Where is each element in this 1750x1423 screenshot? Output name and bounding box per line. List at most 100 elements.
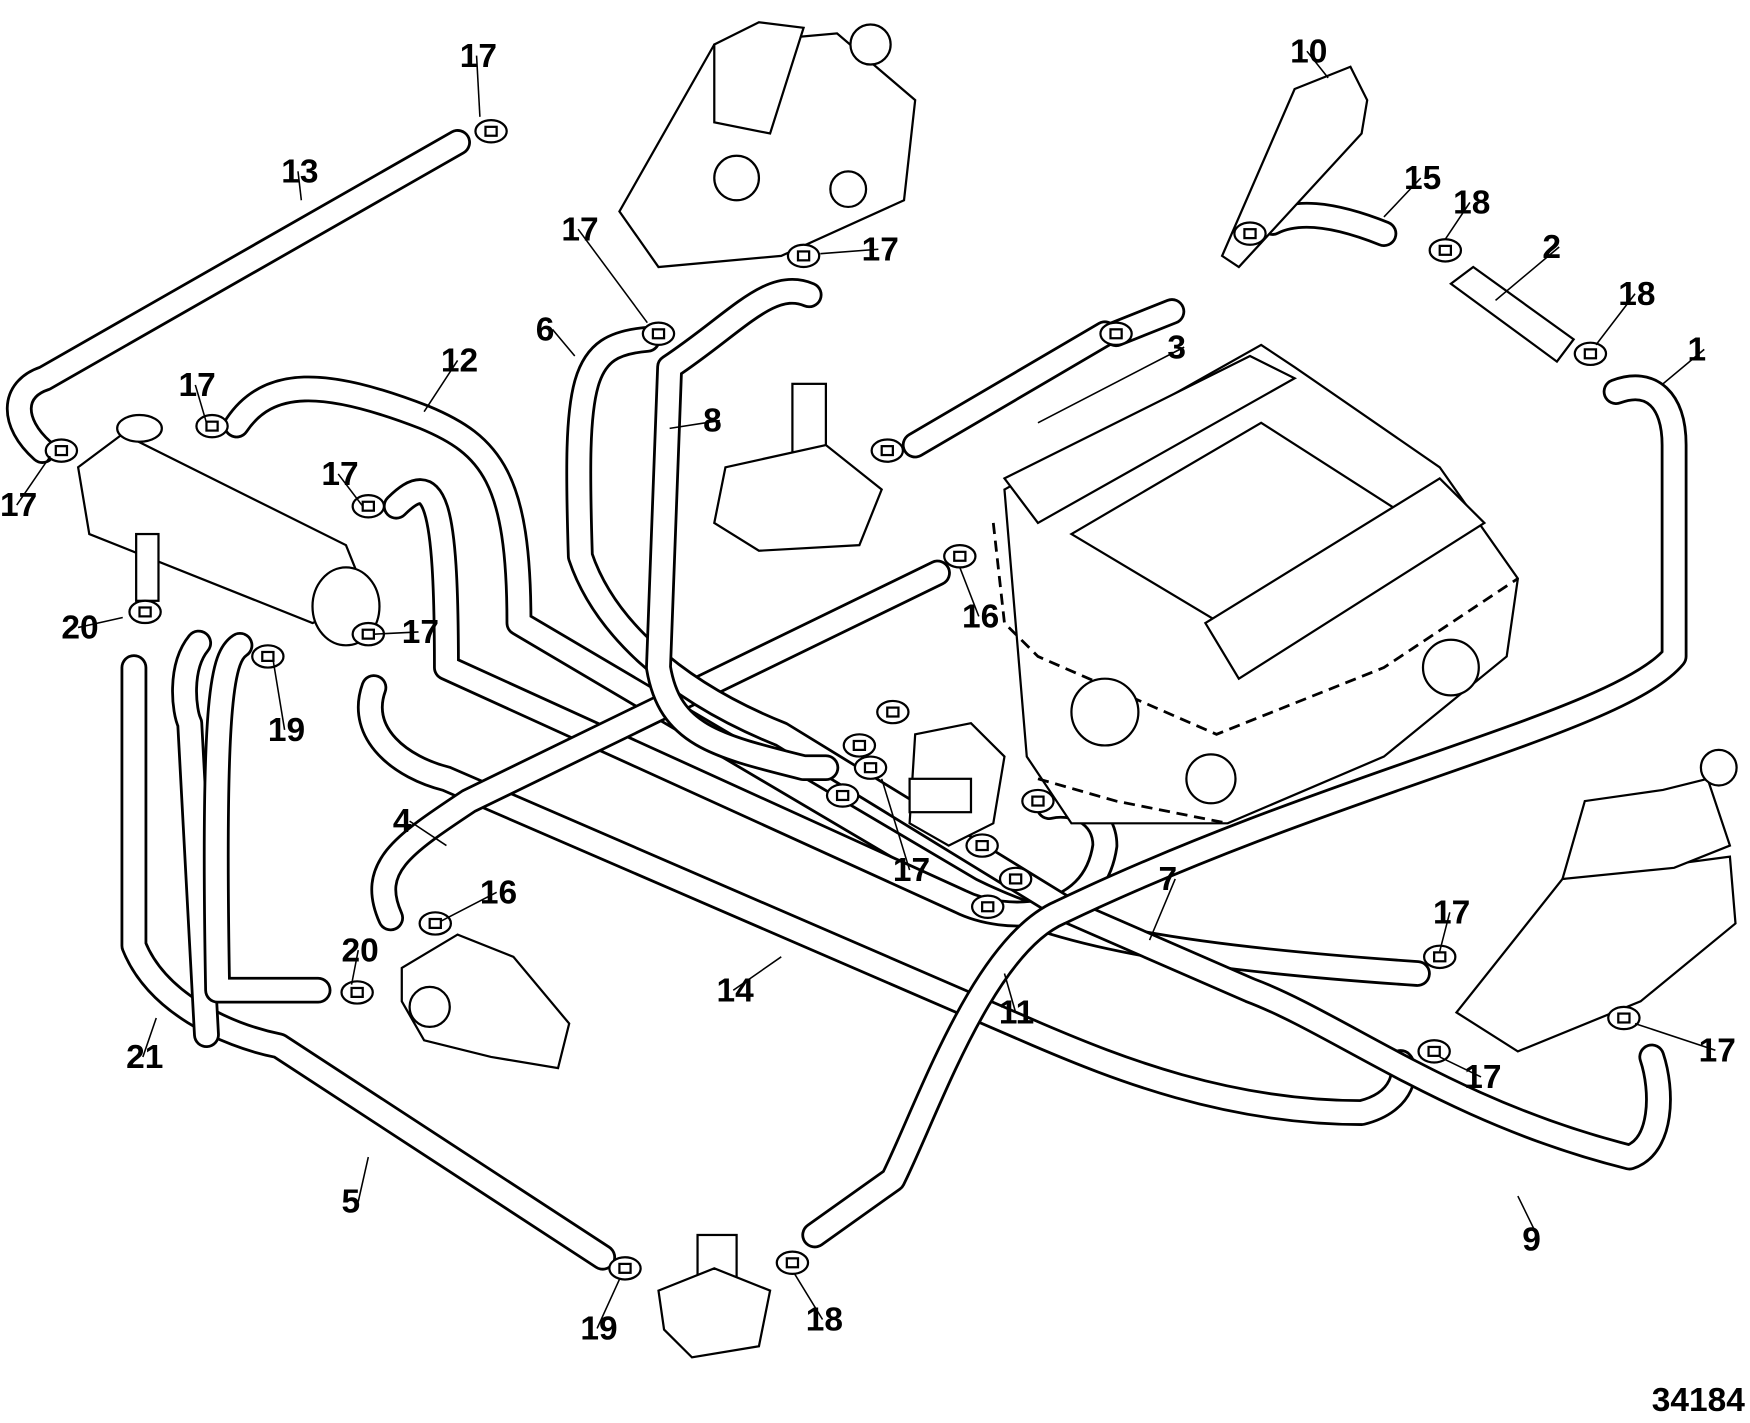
callout-18: 18 <box>806 1302 843 1339</box>
sea-water-pump <box>400 933 571 1070</box>
hose <box>5 129 471 464</box>
leader-line <box>1438 912 1451 952</box>
hose-clamp <box>44 438 79 463</box>
callout-9: 9 <box>1522 1222 1541 1259</box>
callout-5: 5 <box>342 1184 361 1221</box>
leader-line <box>959 567 980 617</box>
hose-clamp <box>418 911 453 936</box>
distribution-valve <box>908 721 1006 847</box>
callout-17: 17 <box>1433 894 1470 931</box>
leader-line <box>194 384 208 424</box>
hose <box>382 478 1119 928</box>
callout-19: 19 <box>268 712 305 749</box>
hose-clamp <box>641 321 676 347</box>
leader-line <box>1383 177 1422 218</box>
callout-17: 17 <box>1699 1032 1736 1069</box>
callout-17: 17 <box>402 614 439 651</box>
hose-clamp <box>998 866 1033 892</box>
leader-line <box>1003 973 1017 1013</box>
leader-line <box>357 1156 370 1202</box>
callout-17: 17 <box>460 38 497 75</box>
leader-line <box>337 473 364 507</box>
callout-17: 17 <box>561 211 598 248</box>
hose <box>801 374 1688 1249</box>
leader-line <box>423 360 459 413</box>
callout-19: 19 <box>580 1311 617 1348</box>
drain-fitting <box>657 1233 772 1359</box>
hose-clamp <box>608 1256 642 1281</box>
callout-18: 18 <box>1453 185 1490 222</box>
leader-line <box>373 631 419 635</box>
callout-14: 14 <box>717 972 755 1009</box>
callout-16: 16 <box>962 599 999 636</box>
leader-line <box>1439 1056 1482 1078</box>
leader-line <box>297 171 303 201</box>
heat-exchanger <box>76 413 381 647</box>
hose-clamp <box>474 119 508 144</box>
callout-21: 21 <box>126 1039 163 1076</box>
leader-line <box>1037 346 1185 424</box>
callout-1: 1 <box>1688 332 1707 369</box>
callout-20: 20 <box>342 932 379 969</box>
callout-17: 17 <box>179 367 216 404</box>
callout-17: 17 <box>0 487 37 524</box>
hose-clamp <box>1573 341 1608 367</box>
callout-17: 17 <box>1464 1059 1501 1096</box>
hose <box>370 559 951 932</box>
hose-clamp <box>1021 788 1055 814</box>
hose-clamps <box>44 119 1641 1281</box>
leader-line <box>820 248 879 255</box>
hose-clamp <box>970 894 1005 919</box>
leader-line <box>732 956 782 991</box>
leader-line <box>1444 202 1471 240</box>
hose <box>356 674 1417 1126</box>
leader-line <box>409 820 447 847</box>
hose-clamp <box>825 783 860 808</box>
hose-clamp <box>128 599 162 625</box>
engine-block <box>991 343 1520 825</box>
exhaust-manifold-port <box>618 21 917 269</box>
leader-line <box>1517 1195 1540 1240</box>
leader-line <box>475 55 481 117</box>
hose-clamp <box>1099 321 1133 347</box>
hose <box>645 277 840 782</box>
callout-20: 20 <box>61 610 98 647</box>
callout-17: 17 <box>862 231 899 268</box>
components <box>76 21 1738 1359</box>
hose-clamp <box>1417 1039 1451 1064</box>
hose <box>171 629 220 1049</box>
leader-line <box>1595 293 1636 346</box>
hose-clamp <box>1607 1005 1641 1031</box>
callout-18: 18 <box>1618 276 1655 313</box>
leader-line <box>77 616 123 629</box>
leader-line <box>1306 50 1329 79</box>
hose-clamp <box>870 438 905 463</box>
leader-line <box>669 419 720 430</box>
leader-line <box>16 455 51 506</box>
callout-10: 10 <box>1290 33 1327 70</box>
thermostat-housing <box>713 382 884 552</box>
callout-15: 15 <box>1404 160 1441 197</box>
leader-lines <box>16 50 1716 1329</box>
hose-clamp <box>965 833 999 858</box>
leader-line <box>1148 878 1176 941</box>
hose-clamp <box>351 621 386 647</box>
callout-17: 17 <box>321 456 358 493</box>
exhaust-manifold-starboard <box>1454 748 1738 1053</box>
hose-clamp <box>1422 944 1457 970</box>
callout-2: 2 <box>1542 229 1561 266</box>
callout-16: 16 <box>480 874 517 911</box>
callout-6: 6 <box>536 311 555 348</box>
leader-line <box>440 891 498 922</box>
callout-17: 17 <box>893 852 930 889</box>
hose-clamp <box>786 243 821 269</box>
hose <box>901 320 1119 459</box>
callout-7: 7 <box>1158 861 1177 898</box>
hose-clamp <box>775 1250 810 1276</box>
hose-clamp <box>876 699 910 725</box>
leader-line <box>1662 348 1705 385</box>
hose-clamp <box>1233 221 1267 246</box>
hose-clamp <box>1428 238 1463 263</box>
circulation-tube <box>1220 65 1369 269</box>
